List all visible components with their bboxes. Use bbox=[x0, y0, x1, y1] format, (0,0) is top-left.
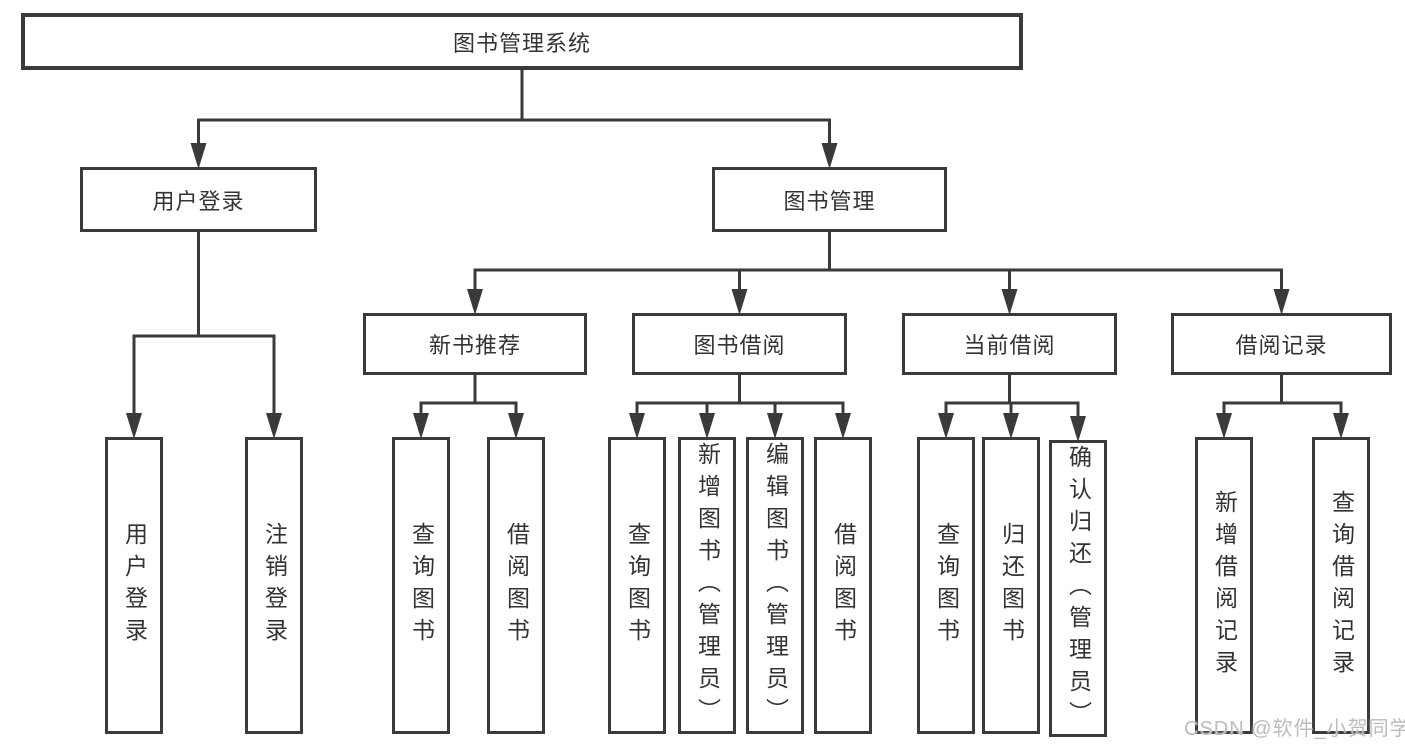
node-user-login-op: 用户登录 bbox=[105, 437, 163, 734]
node-return-book: 归还图书 bbox=[982, 437, 1040, 734]
node-label-book-management: 图书管理 bbox=[783, 188, 876, 214]
arrowhead bbox=[1001, 289, 1018, 315]
arrowhead bbox=[1333, 413, 1349, 439]
watermark: CSDN @软件_小贺同学 bbox=[1184, 718, 1405, 740]
node-label-user-login-op: 用户登录 bbox=[121, 521, 148, 650]
arrowhead bbox=[629, 413, 645, 439]
node-logout-op: 注销登录 bbox=[245, 437, 303, 734]
node-label-query-book-current: 查询图书 bbox=[933, 521, 960, 650]
node-borrow-record: 借阅记录 bbox=[1171, 313, 1392, 375]
arrowhead bbox=[699, 413, 715, 439]
node-label-new-book-recommend: 新书推荐 bbox=[428, 333, 521, 358]
arrowhead bbox=[508, 413, 524, 439]
node-label-current-borrow: 当前借阅 bbox=[963, 333, 1056, 358]
node-label-query-book-recommend: 查询图书 bbox=[408, 521, 435, 650]
node-query-borrow-record: 查询借阅记录 bbox=[1312, 437, 1370, 734]
node-label-borrow-record: 借阅记录 bbox=[1235, 333, 1328, 358]
node-user-login: 用户登录 bbox=[80, 167, 317, 232]
node-query-book-recommend: 查询图书 bbox=[392, 437, 450, 734]
node-label-logout-op: 注销登录 bbox=[261, 521, 288, 650]
node-borrow-book-op: 借阅图书 bbox=[814, 437, 872, 734]
node-confirm-return-admin: 确认归还（管理员） bbox=[1049, 440, 1107, 737]
node-book-borrow: 图书借阅 bbox=[632, 313, 847, 375]
node-label-book-borrow: 图书借阅 bbox=[693, 333, 786, 358]
node-label-confirm-return-admin: 确认归还（管理员） bbox=[1065, 444, 1092, 733]
node-label-add-book-admin: 新增图书（管理员） bbox=[694, 441, 721, 730]
node-label-library-system: 图书管理系统 bbox=[452, 30, 591, 56]
node-add-book-admin: 新增图书（管理员） bbox=[678, 437, 736, 734]
arrowhead bbox=[467, 289, 483, 315]
arrowhead bbox=[1003, 413, 1019, 439]
node-book-management: 图书管理 bbox=[712, 167, 947, 232]
node-label-add-borrow-record: 新增借阅记录 bbox=[1211, 489, 1238, 682]
node-edit-book-admin: 编辑图书（管理员） bbox=[746, 437, 804, 734]
node-new-book-recommend: 新书推荐 bbox=[363, 313, 587, 375]
node-label-borrow-book-recommend: 借阅图书 bbox=[503, 521, 530, 650]
node-label-return-book: 归还图书 bbox=[998, 521, 1025, 650]
arrowhead bbox=[835, 413, 851, 439]
node-label-edit-book-admin: 编辑图书（管理员） bbox=[762, 441, 789, 730]
node-current-borrow: 当前借阅 bbox=[902, 313, 1117, 375]
arrowhead bbox=[266, 413, 282, 439]
arrowhead bbox=[413, 413, 429, 439]
arrowhead bbox=[1070, 416, 1086, 442]
arrowhead bbox=[126, 413, 142, 439]
arrowhead bbox=[1273, 289, 1290, 315]
node-query-book-current: 查询图书 bbox=[917, 437, 975, 734]
node-library-system: 图书管理系统 bbox=[21, 13, 1023, 70]
node-label-borrow-book-op: 借阅图书 bbox=[830, 521, 857, 650]
arrowhead bbox=[938, 413, 954, 439]
arrowhead bbox=[821, 143, 838, 169]
node-add-borrow-record: 新增借阅记录 bbox=[1195, 437, 1253, 734]
node-borrow-book-recommend: 借阅图书 bbox=[487, 437, 545, 734]
node-label-query-book-borrow: 查询图书 bbox=[624, 521, 651, 650]
arrowhead bbox=[731, 289, 748, 315]
node-query-book-borrow: 查询图书 bbox=[608, 437, 666, 734]
node-label-user-login: 用户登录 bbox=[152, 188, 245, 214]
arrowhead bbox=[1216, 413, 1232, 439]
node-label-query-borrow-record: 查询借阅记录 bbox=[1328, 489, 1355, 682]
arrowhead bbox=[767, 413, 783, 439]
arrowhead bbox=[190, 143, 207, 169]
